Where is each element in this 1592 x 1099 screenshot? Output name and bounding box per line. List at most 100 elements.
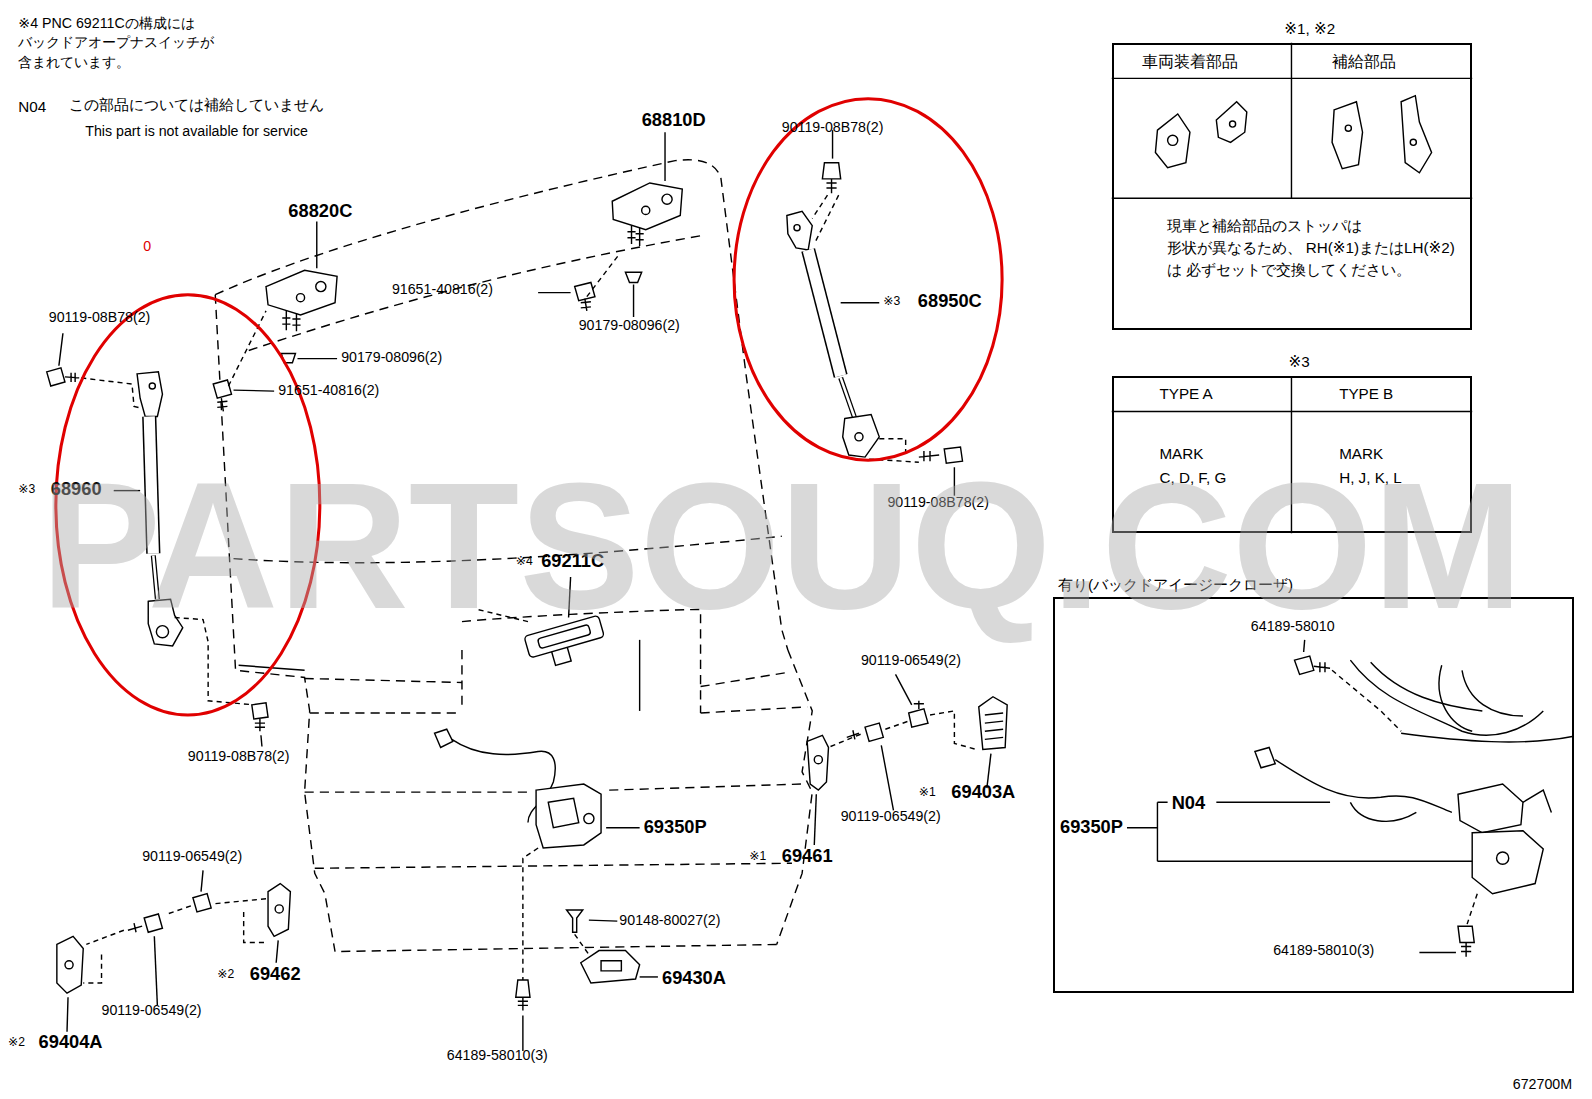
drawing-circle [316,281,326,291]
drawing-path [215,160,721,295]
drawing-path [1461,942,1471,956]
drawing-path [1401,733,1574,742]
drawing-path [589,920,617,921]
drawing-path [310,712,462,713]
part-number: 69462 [250,963,301,985]
drawing-path [552,647,572,665]
drawing-line [808,250,840,376]
drawing-path [548,798,578,827]
drawing-path [1419,952,1456,953]
part-number: 69350P [1060,816,1123,838]
drawing-circle [855,433,863,441]
drawing-path [536,784,601,848]
drawing-path [896,674,912,704]
drawing-path [67,997,68,1032]
drawing-path [1216,802,1330,803]
callout-number: 90119-08B78(2) [782,119,884,136]
part-number: 69403A [951,781,1015,803]
drawing-circle [65,961,73,969]
callout-number: ※3 [18,482,35,497]
part-number: N04 [1172,792,1206,814]
drawing-circle [584,813,594,823]
drawing-path [128,923,142,932]
drawing-path [1155,114,1190,168]
drawing-path [57,936,83,993]
drawing-path [575,934,589,954]
drawing-path [1350,802,1416,821]
callout-number: 0 [143,238,151,255]
drawing-path [575,282,595,300]
callout-number: 90119-08B78(2) [188,748,290,765]
drawing-path [930,711,977,750]
callout-number: 64189-58010(3) [1273,942,1374,959]
callout-number: 90119-06549(2) [102,1002,202,1019]
drawing-path [865,723,883,741]
drawing-path [831,733,863,746]
drawing-path [213,899,266,943]
drawing-path [1458,784,1523,833]
drawing-path [65,373,79,382]
drawing-path [1332,102,1362,169]
drawing-path [83,930,124,983]
drawing-path [606,827,640,828]
drawing-path [812,195,838,244]
drawing-path [885,721,908,729]
drawing-path [305,678,462,682]
part-number: 69461 [782,845,833,867]
drawing-path [639,640,640,711]
drawing-path [538,292,570,293]
drawing-path [201,870,203,891]
drawing-path [255,719,265,731]
drawing-path [843,414,880,457]
drawing-path [516,980,530,997]
drawing-path [581,951,640,983]
drawing-path [305,791,528,792]
drawing-path [461,650,462,711]
drawing-circle [642,206,650,214]
drawing-path [276,940,278,962]
callout-number: ※2 [8,1035,25,1050]
drawing-path [193,894,211,912]
drawing-circle [1345,125,1351,131]
drawing-path [1304,640,1305,652]
drawing-path [807,735,828,790]
drawing-circle [1497,852,1509,864]
table-heading: ※1, ※2 [1284,20,1335,38]
drawing-path [664,132,665,181]
drawing-path [587,254,619,297]
drawing-path [1216,102,1246,143]
drawing-path [217,398,227,411]
drawing-ellipse [734,99,1002,460]
drawing-path [633,285,634,317]
drawing-path [787,211,812,250]
drawing-path [625,272,641,282]
drawing-path [627,226,643,246]
drawing-path [435,729,453,747]
drawing-path [168,906,191,914]
part-number: 69404A [39,1031,103,1053]
drawing-path [144,914,162,932]
drawing-path [1112,43,1472,198]
part-number: 69430A [662,967,726,989]
option-panel: 有り(バックドアイージークローザ) [1053,597,1574,993]
drawing-path [847,730,859,739]
drawing-path [282,311,300,331]
drawing-path [609,784,802,790]
drawing-circle [1230,121,1236,127]
drawing-path [1467,894,1477,924]
drawing-path [261,735,262,746]
drawing-path [154,936,157,1005]
drawing-path [1439,665,1472,731]
drawing-path [640,976,658,977]
table-cell: 車両装着部品 [1142,52,1238,72]
part-number: 68820C [288,200,352,222]
drawing-path [612,183,682,230]
drawing-circle [662,194,672,204]
drawing-path [1371,662,1483,711]
drawing-path [1350,660,1543,735]
drawing-path [268,884,290,937]
drawing-path [1314,662,1330,672]
drawing-path [814,794,816,845]
drawing-path [1462,670,1523,716]
